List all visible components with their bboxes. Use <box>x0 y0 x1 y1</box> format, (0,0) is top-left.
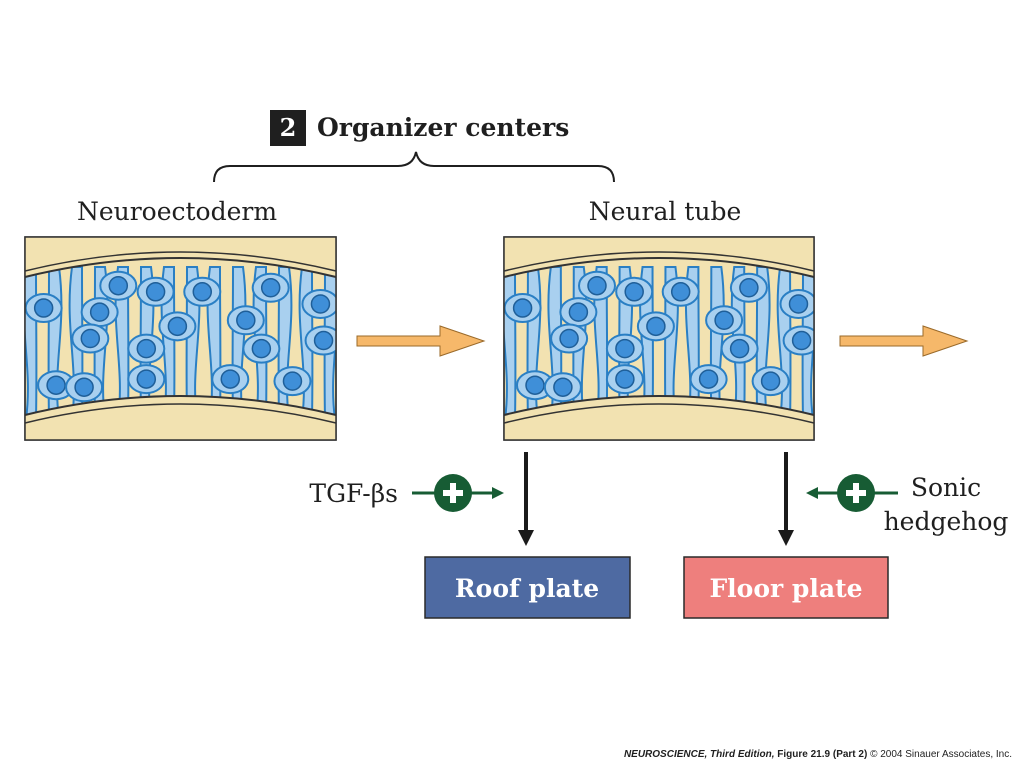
credit-copyright: © 2004 Sinauer Associates, Inc. <box>870 749 1012 760</box>
figure-credit: NEUROSCIENCE, Third Edition, Figure 21.9… <box>624 749 1012 760</box>
sonic-label: Sonic <box>911 473 981 502</box>
nucleus <box>251 338 272 359</box>
nucleus <box>729 338 750 359</box>
hedgehog-label: hedgehog <box>884 507 1009 536</box>
top-membrane <box>503 257 815 278</box>
credit-figure: Figure 21.9 (Part 2) <box>777 749 867 760</box>
nucleus <box>568 302 589 322</box>
nucleus <box>553 377 573 397</box>
plus-icon <box>434 474 472 512</box>
bottom-tissue <box>504 396 814 440</box>
nucleus <box>788 294 809 314</box>
nucleus <box>587 275 607 296</box>
nucleus <box>714 310 734 330</box>
nucleus <box>108 275 129 296</box>
bottom-membrane <box>503 403 815 424</box>
cell-layer <box>25 266 336 420</box>
nucleus <box>89 302 110 322</box>
nucleus <box>136 338 157 359</box>
top-membrane <box>24 251 337 272</box>
nucleus <box>615 369 635 389</box>
nucleus <box>136 369 157 389</box>
bottom-tissue <box>25 396 336 440</box>
tgf-beta-label: TGF-βs <box>309 479 398 508</box>
step-title: Organizer centers <box>317 113 569 142</box>
roof-plate-box <box>424 556 631 619</box>
neural-tube-panel <box>503 236 815 441</box>
nucleus <box>525 375 545 395</box>
bottom-membrane <box>24 395 337 416</box>
top-membrane <box>503 251 815 272</box>
nucleus <box>260 278 281 298</box>
nucleus <box>310 294 331 314</box>
nucleus <box>282 371 303 391</box>
nucleus <box>670 282 691 302</box>
neural-tube-label: Neural tube <box>589 197 742 226</box>
nucleus <box>220 369 241 389</box>
nucleus <box>192 282 213 302</box>
nucleus <box>739 278 759 298</box>
nucleus <box>33 298 54 318</box>
panel-border <box>24 236 337 441</box>
bottom-membrane <box>503 395 815 416</box>
bottom-membrane <box>24 403 337 424</box>
nucleus <box>791 330 812 351</box>
top-membrane <box>24 257 337 278</box>
panel-border <box>503 236 815 441</box>
floor-plate-box <box>683 556 889 619</box>
nucleus <box>624 282 644 302</box>
step-number-box <box>270 110 306 146</box>
progression-arrow-icon <box>839 325 969 357</box>
nucleus <box>512 298 533 318</box>
grouping-brace <box>213 151 615 183</box>
roof-plate-label: Roof plate <box>455 574 599 603</box>
nucleus <box>615 338 635 359</box>
plus-icon <box>837 474 875 512</box>
nucleus <box>167 316 188 337</box>
neuroectoderm-label: Neuroectoderm <box>77 197 277 226</box>
floor-plate-label: Floor plate <box>709 574 862 603</box>
step-number: 2 <box>280 113 297 142</box>
credit-book: NEUROSCIENCE, Third Edition, <box>624 749 775 760</box>
nucleus <box>313 330 334 351</box>
nucleus <box>74 377 94 397</box>
nucleus <box>760 371 781 391</box>
neuroectoderm-panel <box>24 236 337 441</box>
progression-arrow-icon <box>356 325 486 357</box>
nucleus <box>236 310 256 330</box>
nucleus <box>559 328 579 349</box>
nucleus <box>80 328 101 349</box>
nucleus <box>646 316 666 337</box>
nucleus <box>46 375 66 395</box>
nucleus <box>698 369 719 389</box>
nucleus <box>145 282 166 302</box>
